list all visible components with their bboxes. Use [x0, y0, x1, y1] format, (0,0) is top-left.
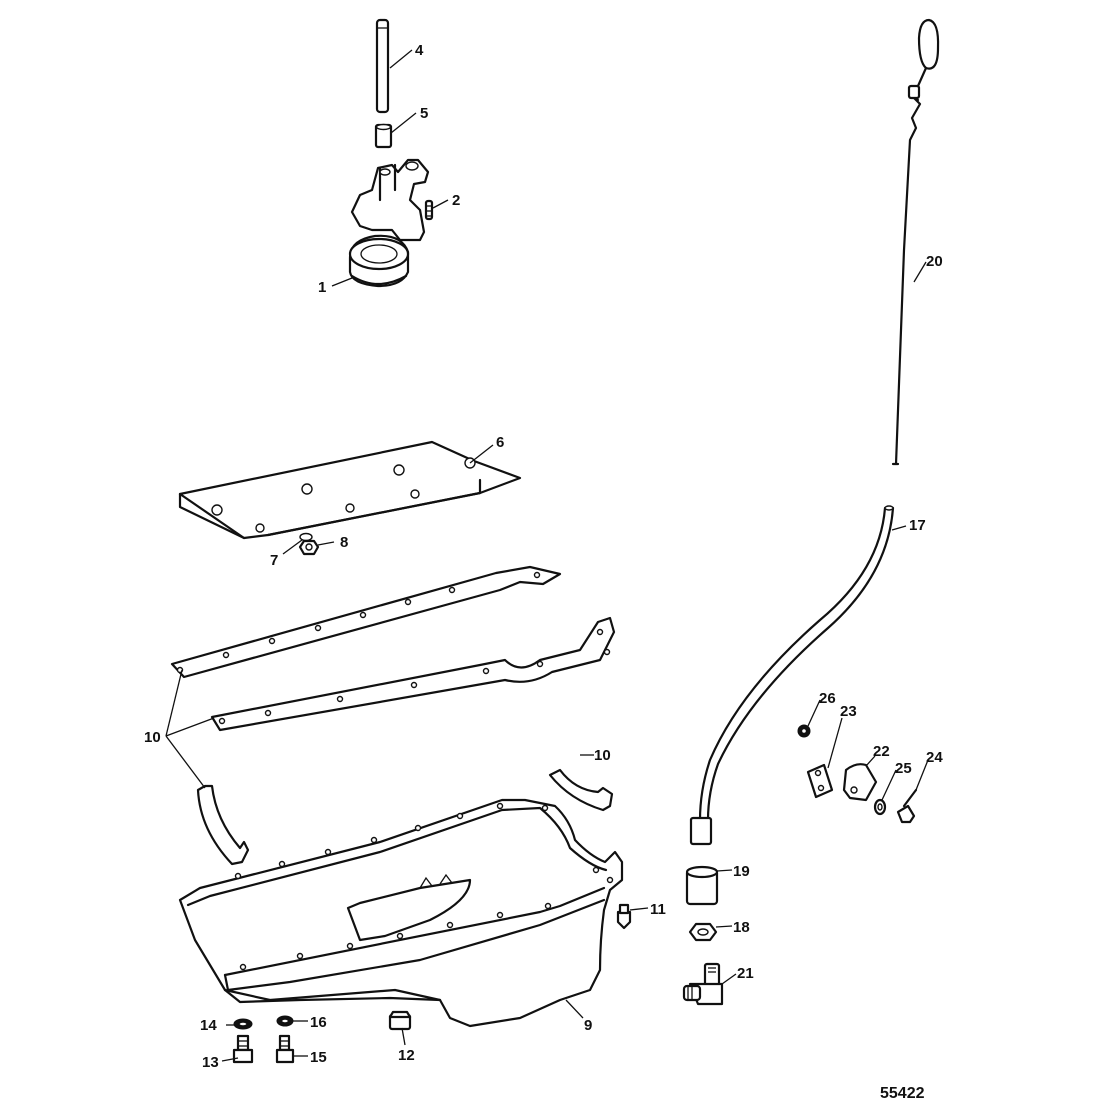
callout-13: 13 [202, 1054, 219, 1071]
end-seal-right [548, 768, 614, 812]
end-seal-left [196, 784, 250, 866]
leader-lines [165, 49, 929, 1062]
elbow-fitting [682, 962, 724, 1006]
callout-5: 5 [420, 105, 428, 122]
callout-23: 23 [840, 703, 857, 720]
pan-plug [616, 903, 632, 930]
nut-26 [797, 724, 811, 738]
callout-labels: 4 5 2 1 20 6 7 8 17 10 10 26 23 22 25 24… [144, 42, 943, 1071]
callout-10-left: 10 [144, 729, 161, 746]
callout-8: 8 [340, 534, 348, 551]
shaft-sleeve [374, 123, 393, 149]
windage-tray [178, 440, 522, 540]
callout-16: 16 [310, 1014, 327, 1031]
bolt-15 [275, 1034, 295, 1064]
callout-7: 7 [270, 552, 278, 569]
side-gasket-left [170, 565, 562, 679]
washer-14 [233, 1018, 253, 1030]
oil-pan [178, 798, 624, 1028]
callout-26: 26 [819, 690, 836, 707]
callout-25: 25 [895, 760, 912, 777]
callout-20: 20 [926, 253, 943, 270]
bolt-13 [232, 1034, 254, 1064]
callout-12: 12 [398, 1047, 415, 1064]
clip-bracket-23 [806, 763, 834, 799]
dipstick-tube [689, 505, 895, 846]
pump-shaft [375, 18, 390, 114]
tube-nut [688, 922, 718, 942]
callout-9: 9 [584, 1017, 592, 1034]
callout-15: 15 [310, 1049, 327, 1066]
drain-plug [388, 1010, 412, 1031]
callout-4: 4 [415, 42, 424, 59]
callout-19: 19 [733, 863, 750, 880]
dipstick [891, 18, 940, 466]
figure-number: 55422 [880, 1085, 925, 1100]
callout-21: 21 [737, 965, 754, 982]
roll-pin [424, 199, 434, 221]
oil-pump-assembly [348, 158, 430, 288]
callout-2: 2 [452, 192, 460, 209]
callout-14: 14 [200, 1017, 217, 1034]
tube-adapter [685, 865, 719, 906]
screw-24 [896, 788, 918, 824]
callout-17: 17 [909, 517, 926, 534]
callout-24: 24 [926, 749, 943, 766]
callout-22: 22 [873, 743, 890, 760]
washer [299, 532, 313, 542]
clamp-22 [842, 763, 878, 802]
nut [298, 539, 320, 556]
callout-1: 1 [318, 279, 326, 296]
washer-25 [873, 798, 887, 816]
side-gasket-right [210, 616, 616, 732]
callout-18: 18 [733, 919, 750, 936]
washer-16 [276, 1015, 294, 1027]
callout-11: 11 [650, 901, 666, 918]
callout-10-right: 10 [594, 747, 611, 764]
callout-6: 6 [496, 434, 504, 451]
